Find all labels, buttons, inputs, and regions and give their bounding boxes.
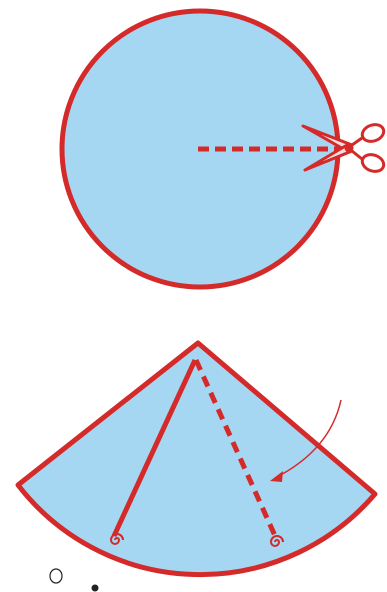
- sector-step: [18, 343, 375, 575]
- open-circle-icon: [50, 569, 62, 583]
- filled-dot-icon: [92, 585, 99, 592]
- circle-step: [62, 11, 338, 287]
- paper-sector: [18, 343, 375, 575]
